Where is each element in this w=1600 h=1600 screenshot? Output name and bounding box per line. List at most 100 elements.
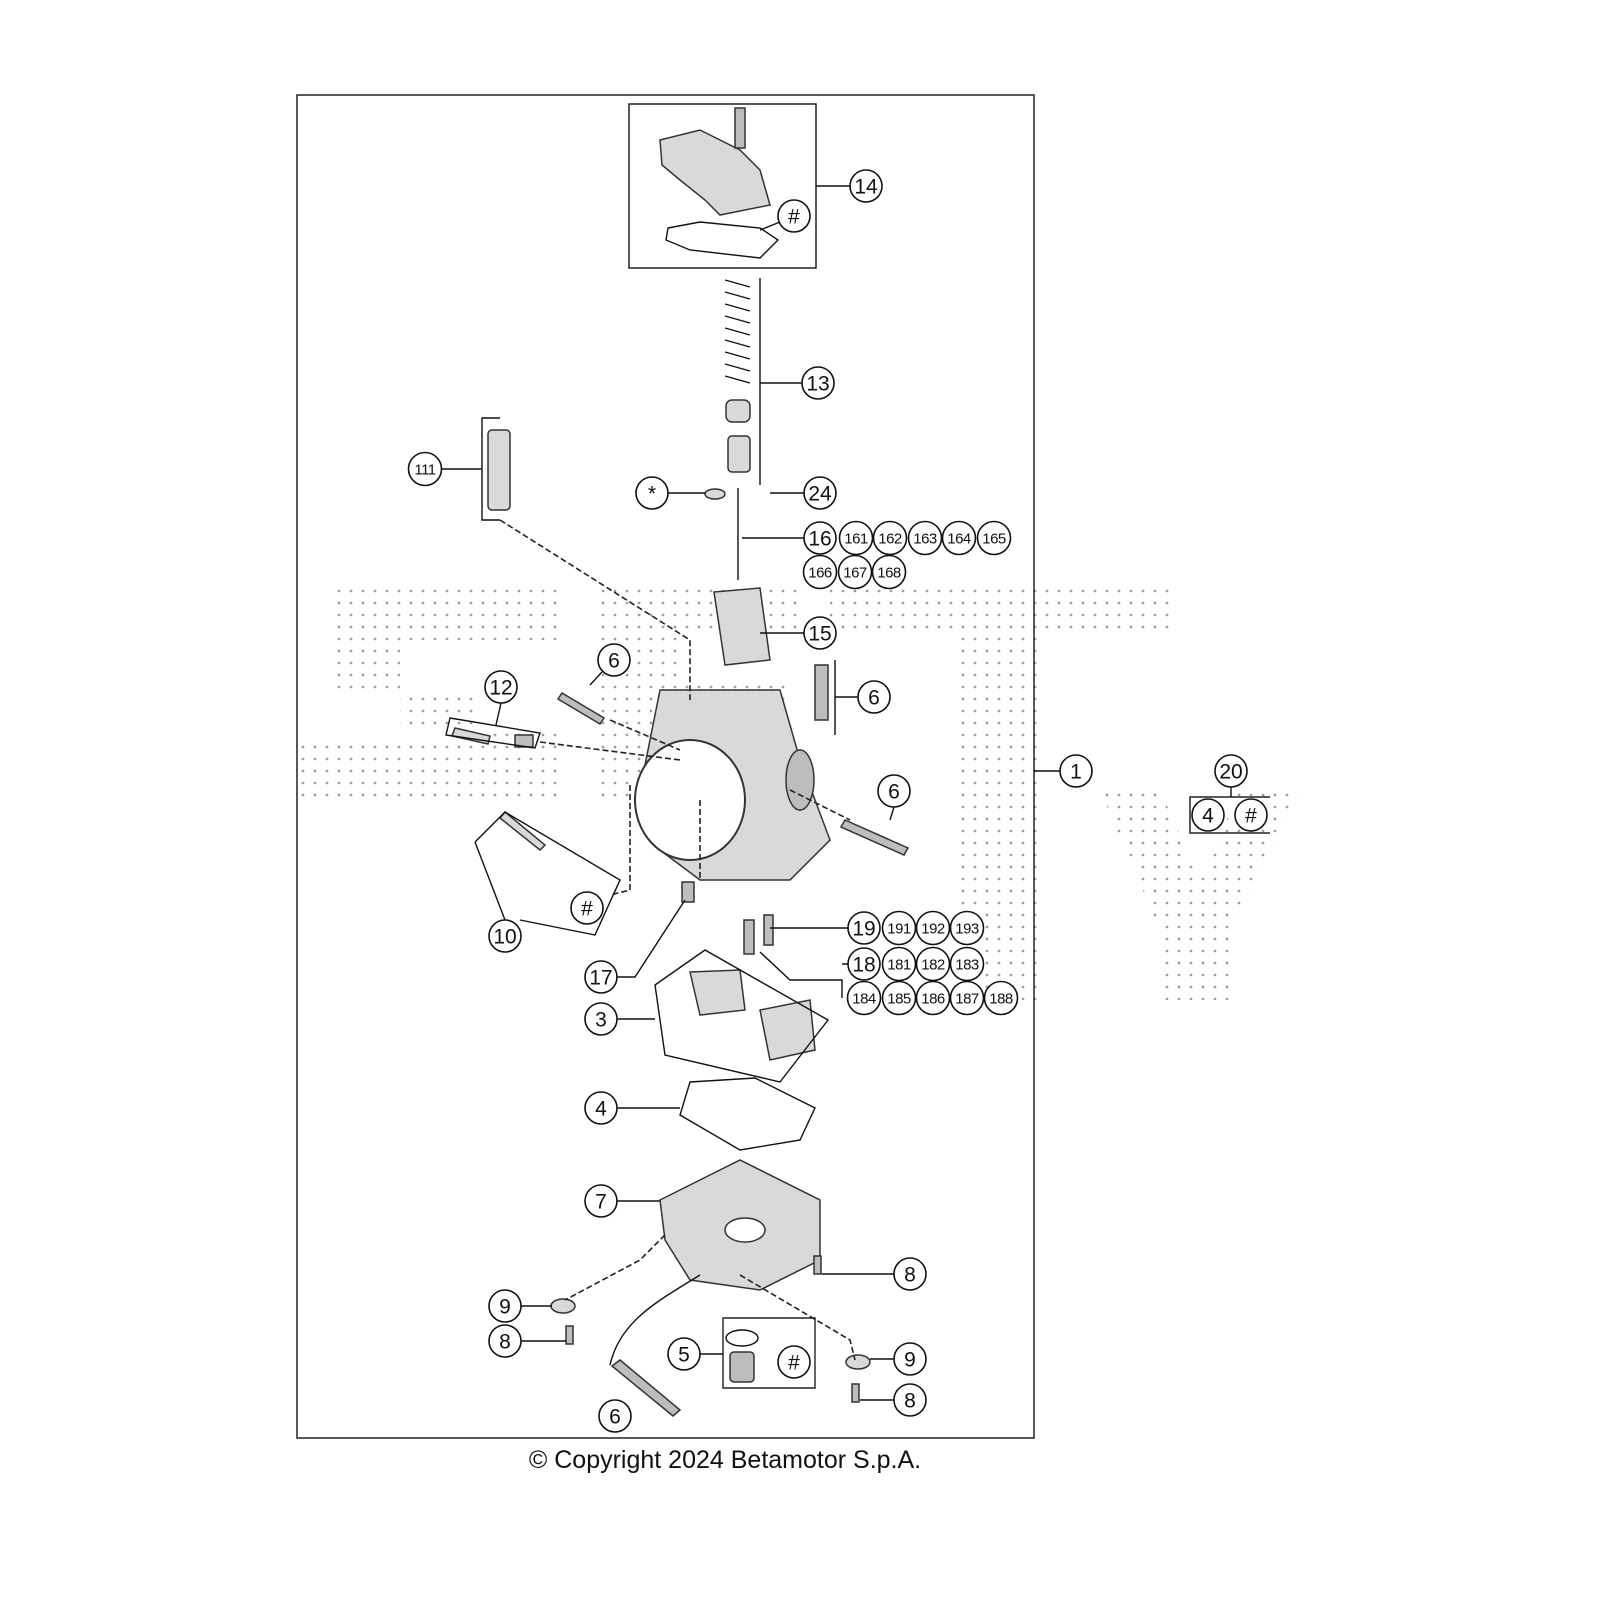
svg-text:165: 165	[982, 531, 1006, 548]
parts	[450, 107, 910, 1417]
callout-5: 5	[667, 1337, 701, 1371]
svg-text:6: 6	[888, 781, 900, 804]
svg-text:9: 9	[904, 1349, 916, 1372]
callout-191: 191	[881, 910, 917, 946]
svg-text:193: 193	[955, 921, 979, 938]
svg-text:168: 168	[877, 565, 901, 582]
callout-168: 168	[871, 554, 907, 590]
svg-text:4: 4	[1202, 805, 1214, 828]
callout-167: 167	[837, 554, 873, 590]
callout-17: 17	[584, 960, 618, 994]
callout-8: 8	[893, 1257, 927, 1291]
svg-text:184: 184	[852, 991, 876, 1008]
svg-text:#: #	[1245, 805, 1257, 828]
callout-8: 8	[488, 1324, 522, 1358]
callout-6: 6	[598, 1399, 632, 1433]
svg-text:185: 185	[887, 991, 911, 1008]
svg-text:4: 4	[595, 1098, 607, 1121]
svg-text:15: 15	[808, 623, 831, 646]
callout-hash: #	[1234, 798, 1268, 832]
callout-188: 188	[983, 980, 1019, 1016]
svg-text:12: 12	[489, 677, 512, 700]
assembly-lines	[499, 519, 856, 1366]
svg-text:161: 161	[844, 531, 868, 548]
svg-text:13: 13	[806, 373, 829, 396]
callout-19: 19	[847, 911, 881, 945]
leader-lines	[441, 185, 1232, 1401]
callout-18: 18	[847, 947, 881, 981]
callout-star: *	[635, 476, 669, 510]
svg-text:#: #	[581, 898, 593, 921]
svg-text:163: 163	[913, 531, 937, 548]
svg-text:166: 166	[808, 565, 832, 582]
callout-hash: #	[777, 1345, 811, 1379]
callout-24: 24	[803, 476, 837, 510]
callout-1: 1	[1059, 754, 1093, 788]
callout-166: 166	[802, 554, 838, 590]
callout-162: 162	[872, 520, 908, 556]
callout-13: 13	[801, 366, 835, 400]
svg-text:17: 17	[589, 967, 612, 990]
callout-192: 192	[915, 910, 951, 946]
callout-6: 6	[877, 774, 911, 808]
svg-text:182: 182	[921, 957, 945, 974]
callout-3: 3	[584, 1002, 618, 1036]
callout-186: 186	[915, 980, 951, 1016]
callout-185: 185	[881, 980, 917, 1016]
callout-163: 163	[907, 520, 943, 556]
svg-text:164: 164	[947, 531, 971, 548]
callout-184: 184	[846, 980, 882, 1016]
svg-text:192: 192	[921, 921, 945, 938]
callout-4: 4	[1191, 798, 1225, 832]
svg-text:162: 162	[878, 531, 902, 548]
svg-text:8: 8	[499, 1331, 511, 1354]
svg-text:14: 14	[854, 176, 878, 199]
callout-12: 12	[484, 670, 518, 704]
svg-text:20: 20	[1219, 761, 1242, 784]
svg-text:8: 8	[904, 1264, 916, 1287]
svg-text:167: 167	[843, 565, 867, 582]
diagram-frame	[296, 94, 1035, 1439]
svg-text:18: 18	[852, 954, 875, 977]
svg-text:1: 1	[1070, 761, 1082, 784]
svg-text:#: #	[788, 1352, 800, 1375]
svg-text:24: 24	[808, 483, 832, 506]
callout-161: 161	[838, 520, 874, 556]
callout-182: 182	[915, 946, 951, 982]
callout-193: 193	[949, 910, 985, 946]
callout-181: 181	[881, 946, 917, 982]
svg-text:183: 183	[955, 957, 979, 974]
svg-text:6: 6	[868, 687, 880, 710]
callout-4: 4	[584, 1091, 618, 1125]
callout-164: 164	[941, 520, 977, 556]
callout-8: 8	[893, 1383, 927, 1417]
svg-text:*: *	[648, 483, 656, 506]
svg-text:#: #	[788, 206, 800, 229]
svg-text:191: 191	[887, 921, 911, 938]
callout-187: 187	[949, 980, 985, 1016]
svg-text:10: 10	[493, 926, 516, 949]
callout-10: 10	[488, 919, 522, 953]
callout-183: 183	[949, 946, 985, 982]
callout-111: 111	[407, 451, 443, 487]
svg-text:16: 16	[808, 528, 831, 551]
svg-text:6: 6	[608, 650, 620, 673]
svg-text:8: 8	[904, 1390, 916, 1413]
callout-6: 6	[597, 643, 631, 677]
svg-text:181: 181	[887, 957, 911, 974]
svg-text:19: 19	[852, 918, 875, 941]
svg-text:187: 187	[955, 991, 979, 1008]
callout-hash: #	[777, 199, 811, 233]
svg-text:7: 7	[595, 1191, 607, 1214]
callout-9: 9	[488, 1289, 522, 1323]
callout-6: 6	[857, 680, 891, 714]
copyright-text: © Copyright 2024 Betamotor S.p.A.	[528, 1446, 922, 1474]
svg-text:6: 6	[609, 1406, 621, 1429]
svg-text:5: 5	[678, 1344, 690, 1367]
callout-15: 15	[803, 616, 837, 650]
callout-7: 7	[584, 1184, 618, 1218]
callout-20: 20	[1214, 754, 1248, 788]
callout-14: 14	[849, 169, 883, 203]
svg-text:3: 3	[595, 1009, 607, 1032]
